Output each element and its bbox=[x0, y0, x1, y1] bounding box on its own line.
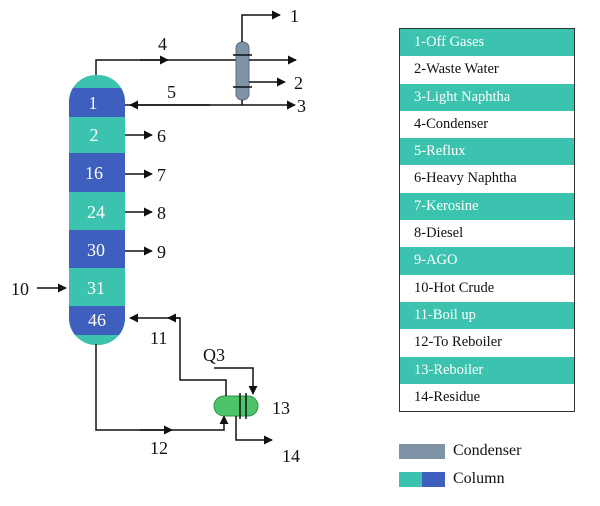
stream-label-7: 7 bbox=[157, 165, 166, 185]
column-swatch bbox=[399, 471, 445, 487]
stream-label-4: 4 bbox=[158, 34, 167, 54]
tray-label-46: 46 bbox=[88, 310, 106, 330]
stream-label-3: 3 bbox=[297, 96, 306, 116]
legend-item-kerosine: 7-Kerosine bbox=[400, 192, 574, 221]
condenser bbox=[233, 41, 252, 101]
tray-label-30: 30 bbox=[87, 240, 105, 260]
tray-label-31: 31 bbox=[87, 278, 105, 298]
key-column-label: Column bbox=[453, 470, 505, 487]
tray-1-band bbox=[69, 88, 125, 117]
legend-item-condenser: 4-Condenser bbox=[414, 115, 489, 132]
q3-heat-duty bbox=[214, 367, 258, 395]
tray-24-band bbox=[69, 192, 125, 230]
legend-item-boil-up: 11-Boil up bbox=[400, 301, 574, 330]
condenser-swatch bbox=[399, 443, 445, 459]
legend-item-reboiler: 13-Reboiler bbox=[400, 356, 574, 384]
key-condenser: Condenser bbox=[399, 442, 521, 460]
tray-label-1: 1 bbox=[89, 93, 98, 113]
stream-label-5: 5 bbox=[167, 82, 176, 102]
stream-label-12: 12 bbox=[150, 438, 168, 458]
stream-legend: 1-Off Gases 2-Waste Water 3-Light Naphth… bbox=[399, 28, 575, 412]
tray-label-16: 16 bbox=[85, 163, 103, 183]
stream-label-10: 10 bbox=[11, 279, 29, 299]
legend-item-reflux: 5-Reflux bbox=[400, 138, 574, 166]
legend-item-to-reboiler: 12-To Reboiler bbox=[414, 334, 502, 351]
legend-item-hot-crude: 10-Hot Crude bbox=[414, 279, 495, 296]
stream-12-to-reboiler bbox=[95, 344, 229, 435]
stream-label-11: 11 bbox=[150, 328, 167, 348]
stream-label-6: 6 bbox=[157, 126, 166, 146]
distillation-column: 1 2 16 24 30 31 46 bbox=[69, 75, 125, 345]
stream-label-14: 14 bbox=[282, 446, 300, 466]
legend-item-diesel: 8-Diesel bbox=[414, 225, 464, 242]
tray-30-band bbox=[69, 230, 125, 268]
stream-label-8: 8 bbox=[157, 203, 166, 223]
stream-label-9: 9 bbox=[157, 242, 166, 262]
tray-2-band bbox=[69, 117, 125, 153]
tray-label-24: 24 bbox=[87, 202, 105, 222]
stream-4-overhead bbox=[95, 55, 238, 75]
q3-label: Q3 bbox=[203, 345, 225, 365]
stream-1-off-gases bbox=[241, 10, 281, 42]
legend-item-light-naphtha: 3-Light Naphtha bbox=[400, 83, 574, 111]
stream-label-2: 2 bbox=[294, 73, 303, 93]
legend-item-waste-water: 2-Waste Water bbox=[414, 61, 499, 78]
key-condenser-label: Condenser bbox=[453, 442, 522, 459]
stream-11-boil-up bbox=[129, 313, 227, 396]
tray-16-band bbox=[69, 153, 125, 192]
stream-14-residue bbox=[235, 416, 273, 445]
tray-label-2: 2 bbox=[90, 125, 99, 145]
tray-31-band bbox=[69, 268, 125, 306]
tray-46-band bbox=[69, 306, 125, 335]
legend-item-heavy-naphtha: 6-Heavy Naphtha bbox=[414, 170, 517, 187]
reboiler bbox=[213, 393, 259, 419]
stream-label-13: 13 bbox=[272, 398, 290, 418]
legend-item-residue: 14-Residue bbox=[414, 388, 481, 405]
stream-label-1: 1 bbox=[290, 6, 299, 26]
legend-item-ago: 9-AGO bbox=[400, 247, 574, 275]
legend-item-off-gases: 1-Off Gases bbox=[400, 29, 574, 57]
key-column: Column bbox=[399, 470, 505, 488]
